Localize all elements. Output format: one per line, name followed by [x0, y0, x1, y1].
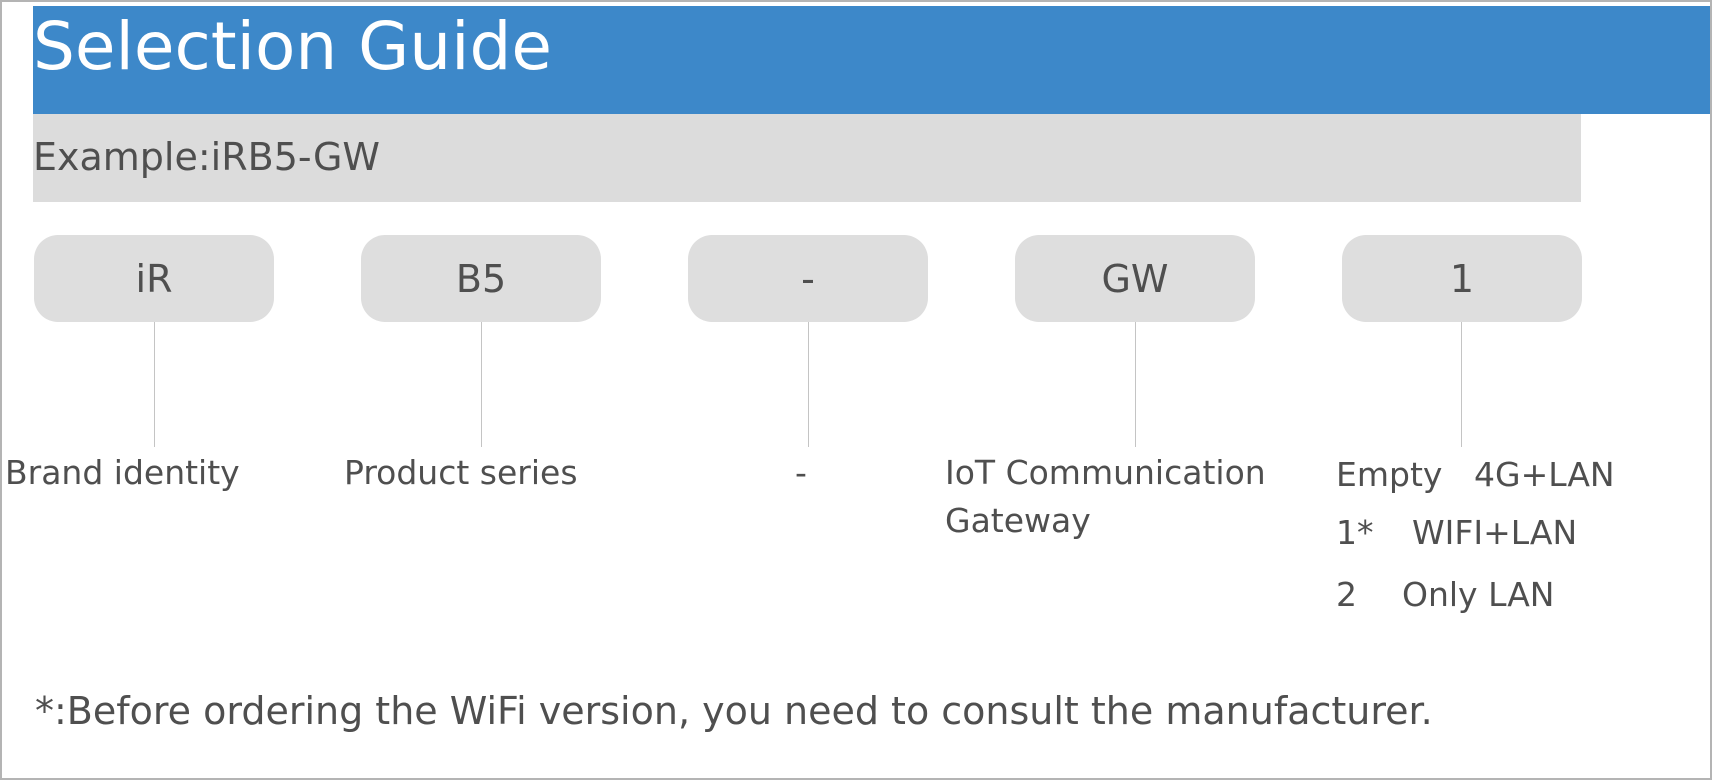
desc-gateway-line-2: Gateway	[945, 501, 1091, 540]
page-title: Selection Guide	[33, 8, 552, 85]
option-value: Only LAN	[1402, 575, 1555, 614]
title-bar: Selection Guide	[33, 6, 1710, 114]
option-value: 4G+LAN	[1474, 455, 1615, 494]
option-key: Empty	[1336, 455, 1443, 494]
desc-brand: Brand identity	[5, 453, 240, 492]
code-version: 1	[1449, 256, 1475, 301]
code-brand: iR	[135, 256, 173, 301]
code-gateway: GW	[1101, 256, 1169, 301]
option-key: 2	[1336, 575, 1357, 614]
code-box-version: 1	[1342, 235, 1582, 322]
option-key: 1*	[1336, 513, 1374, 552]
code-series: B5	[455, 256, 507, 301]
code-box-gateway: GW	[1015, 235, 1255, 322]
code-box-separator: -	[688, 235, 928, 322]
desc-series: Product series	[344, 453, 578, 492]
connector-line-gateway	[1135, 322, 1136, 447]
code-separator: -	[801, 256, 815, 301]
connector-line-separator	[808, 322, 809, 447]
example-model: Example:iRB5-GW	[33, 135, 380, 179]
connector-line-version	[1461, 322, 1462, 447]
footnote: *:Before ordering the WiFi version, you …	[35, 689, 1433, 733]
connector-line-series	[481, 322, 482, 447]
desc-gateway-line-1: IoT Communication	[945, 453, 1266, 492]
option-value: WIFI+LAN	[1412, 513, 1578, 552]
code-box-brand: iR	[34, 235, 274, 322]
option-row: Empty 4G+LAN	[1336, 458, 1615, 491]
connector-line-brand	[154, 322, 155, 447]
desc-gateway: IoT Communication Gateway	[945, 449, 1266, 545]
option-row: 1* WIFI+LAN	[1336, 516, 1577, 549]
example-bar: Example:iRB5-GW	[33, 114, 1581, 202]
option-row: 2 Only LAN	[1336, 578, 1554, 611]
code-box-series: B5	[361, 235, 601, 322]
desc-separator: -	[795, 453, 807, 492]
